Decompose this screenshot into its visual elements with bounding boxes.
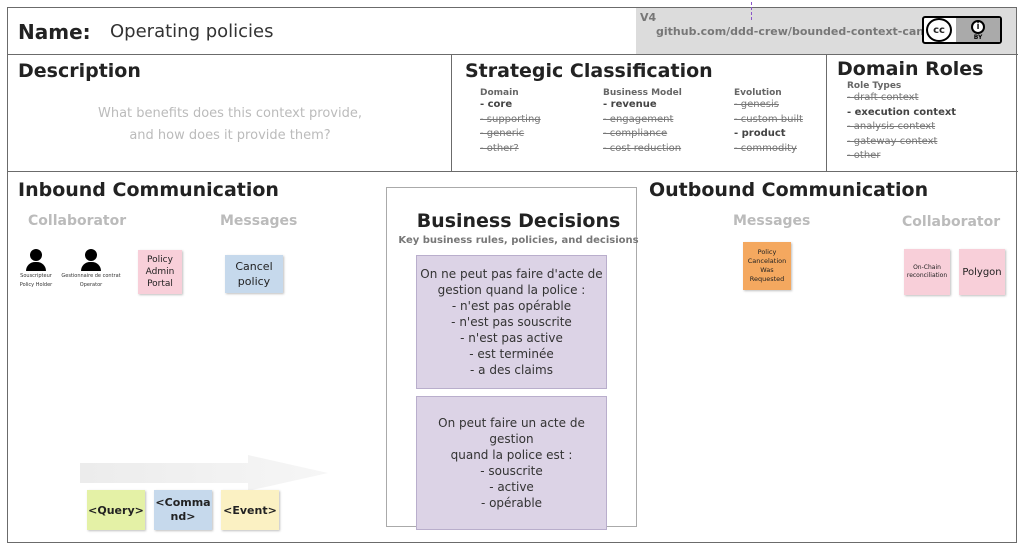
decision-card-restrictions[interactable]: On ne peut pas faire d'acte de gestion q… bbox=[416, 255, 607, 389]
description-placeholder[interactable]: What benefits does this context provide,… bbox=[60, 103, 400, 147]
business-model-column: Business Model - revenue - engagement - … bbox=[603, 88, 723, 156]
business-decisions-subtitle: Key business rules, policies, and decisi… bbox=[398, 235, 639, 246]
domain-option[interactable]: - supporting bbox=[480, 113, 541, 125]
role-option[interactable]: - draft context bbox=[847, 92, 919, 103]
attribution-person-icon: i bbox=[971, 19, 985, 34]
header-divider bbox=[7, 54, 1018, 55]
role-option[interactable]: - analysis context bbox=[847, 121, 936, 132]
decision-line: - souscrite bbox=[480, 464, 543, 478]
legend-text: <Comma nd> bbox=[155, 496, 211, 523]
inbound-messages-heading: Messages bbox=[220, 213, 298, 229]
actor-operator[interactable]: Gestionnaire de contrat Operator bbox=[59, 249, 123, 289]
role-option[interactable]: - gateway context bbox=[847, 135, 938, 147]
sticky-text: Policy Admin Portal bbox=[145, 255, 175, 289]
domain-heading: Domain bbox=[480, 88, 519, 98]
roles-divider bbox=[826, 54, 827, 172]
sticky-cancel-policy[interactable]: Cancel policy bbox=[225, 255, 283, 293]
by-attribution: i BY bbox=[956, 18, 1000, 42]
actor-caption: Gestionnaire de contrat bbox=[61, 273, 121, 279]
evolution-option[interactable]: - genesis bbox=[734, 99, 779, 110]
sticky-text: Polygon bbox=[962, 266, 1002, 278]
domain-option[interactable]: - core bbox=[480, 99, 513, 110]
cursor-marker bbox=[751, 2, 752, 20]
evolution-option[interactable]: - commodity bbox=[734, 142, 797, 154]
inbound-collaborator-heading: Collaborator bbox=[28, 213, 127, 229]
role-types-heading: Role Types bbox=[847, 81, 902, 91]
decision-line: - n'est pas active bbox=[460, 331, 563, 345]
canvas-frame bbox=[7, 7, 1017, 543]
decision-line: - n'est pas souscrite bbox=[451, 315, 572, 329]
role-option[interactable]: - execution context bbox=[847, 106, 957, 118]
domain-roles-title: Domain Roles bbox=[837, 58, 984, 80]
cc-license-badge[interactable]: cc i BY bbox=[922, 16, 1002, 44]
strategic-title: Strategic Classification bbox=[465, 60, 713, 82]
decision-line: gestion quand la police : bbox=[437, 283, 586, 297]
role-option[interactable]: - other bbox=[847, 150, 881, 161]
legend-event[interactable]: <Event> bbox=[221, 490, 279, 530]
actor-caption: Operator bbox=[79, 282, 103, 288]
top-section-divider bbox=[7, 171, 1018, 172]
actor-caption: Souscripteur bbox=[20, 273, 52, 279]
by-label: BY bbox=[973, 33, 983, 41]
domain-option[interactable]: - generic bbox=[480, 128, 525, 139]
role-types-column: Role Types - draft context - execution c… bbox=[847, 81, 1012, 164]
flow-arrow-icon bbox=[80, 455, 328, 491]
context-name[interactable]: Operating policies bbox=[110, 21, 274, 42]
actor-policy-holder[interactable]: Souscripteur Policy Holder bbox=[14, 249, 58, 289]
cc-icon: cc bbox=[926, 18, 952, 42]
placeholder-line: and how does it provide them? bbox=[129, 128, 331, 143]
person-icon bbox=[85, 249, 97, 261]
person-body-icon bbox=[81, 262, 101, 271]
description-title: Description bbox=[18, 60, 141, 82]
decision-card-permissions[interactable]: On peut faire un acte de gestion quand l… bbox=[416, 396, 607, 530]
legend-text: <Query> bbox=[88, 503, 144, 517]
actor-caption: Policy Holder bbox=[19, 282, 53, 288]
business-decisions-title: Business Decisions bbox=[416, 210, 621, 232]
placeholder-line: What benefits does this context provide, bbox=[97, 106, 362, 121]
outbound-messages-heading: Messages bbox=[733, 213, 811, 229]
github-link[interactable]: github.com/ddd-crew/bounded-context-canv… bbox=[656, 25, 946, 38]
evolution-option[interactable]: - product bbox=[734, 128, 786, 139]
business-model-option[interactable]: - compliance bbox=[603, 128, 668, 139]
sticky-text: Cancel policy bbox=[235, 260, 273, 288]
business-model-heading: Business Model bbox=[603, 88, 682, 98]
decision-line: - n'est pas opérable bbox=[451, 299, 572, 313]
name-label: Name: bbox=[18, 20, 91, 44]
evolution-option[interactable]: - custom built bbox=[734, 113, 803, 125]
legend-text: <Event> bbox=[223, 503, 277, 517]
sticky-polygon[interactable]: Polygon bbox=[959, 249, 1005, 295]
sticky-text: Policy Cancelation Was Requested bbox=[747, 248, 787, 283]
business-model-option[interactable]: - revenue bbox=[603, 99, 657, 110]
domain-column: Domain - core - supporting - generic - o… bbox=[480, 88, 590, 156]
decision-line: On ne peut pas faire d'acte de bbox=[420, 267, 603, 281]
sticky-on-chain-reconciliation[interactable]: On-Chain reconciliation bbox=[904, 249, 950, 295]
decision-line: - opérable bbox=[480, 496, 543, 510]
sticky-policy-admin-portal[interactable]: Policy Admin Portal bbox=[138, 250, 182, 294]
version-label: V4 bbox=[640, 11, 657, 24]
business-model-option[interactable]: - engagement bbox=[603, 113, 674, 125]
outbound-collaborator-heading: Collaborator bbox=[902, 214, 1001, 230]
decision-line: - a des claims bbox=[470, 363, 553, 377]
sticky-text: On-Chain reconciliation bbox=[906, 264, 948, 279]
legend-command[interactable]: <Comma nd> bbox=[154, 490, 212, 530]
decision-line: - active bbox=[489, 480, 534, 494]
business-model-option[interactable]: - cost reduction bbox=[603, 142, 682, 154]
person-body-icon bbox=[26, 262, 46, 271]
evolution-column: Evolution - genesis - custom built - pro… bbox=[734, 88, 824, 156]
inbound-title: Inbound Communication bbox=[18, 179, 279, 201]
domain-option[interactable]: - other? bbox=[480, 142, 519, 154]
decision-line: On peut faire un acte de gestion bbox=[438, 416, 585, 446]
evolution-heading: Evolution bbox=[734, 88, 782, 98]
sticky-policy-cancelation-requested[interactable]: Policy Cancelation Was Requested bbox=[743, 242, 791, 290]
legend-query[interactable]: <Query> bbox=[87, 490, 145, 530]
description-divider bbox=[451, 54, 452, 172]
decision-line: - est terminée bbox=[469, 347, 554, 361]
person-icon bbox=[30, 249, 42, 261]
outbound-title: Outbound Communication bbox=[649, 179, 929, 201]
decision-line: quand la police est : bbox=[450, 448, 573, 462]
